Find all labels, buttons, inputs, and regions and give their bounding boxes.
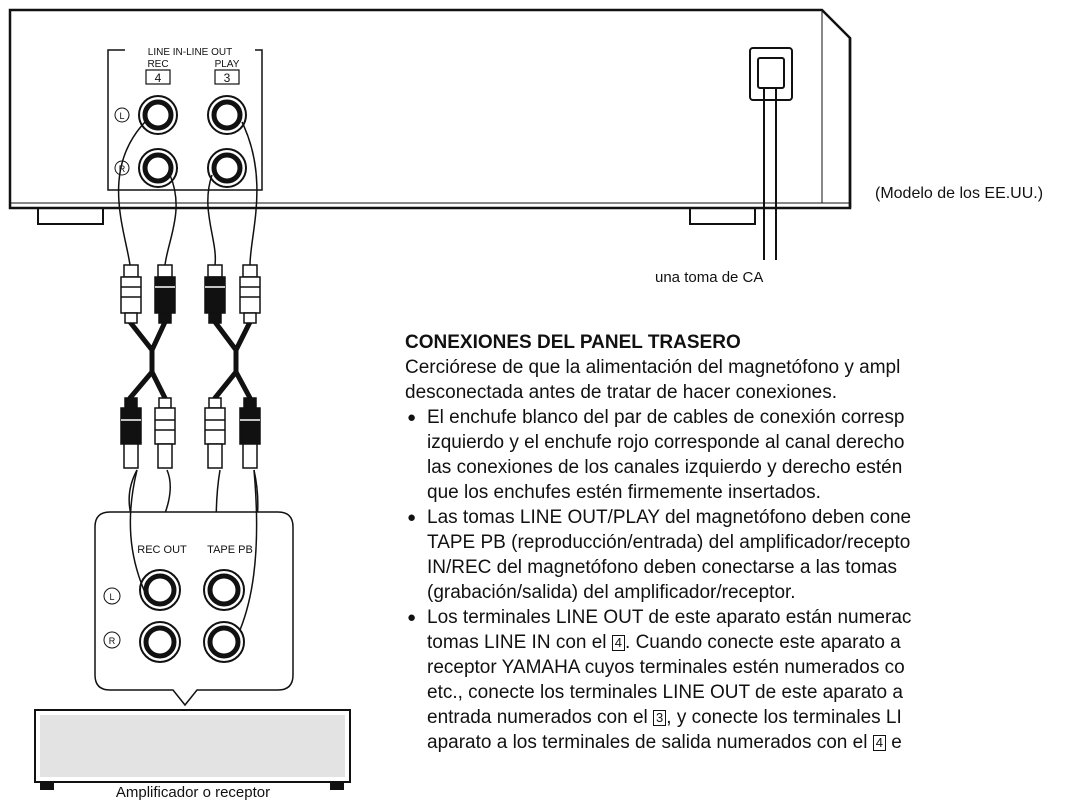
instruction-bullet-3: ●Los terminales LINE OUT de este aparato… [407, 607, 912, 753]
bullet-dot-icon: ● [407, 509, 417, 526]
deck-jack-panel: LINE IN-LINE OUT REC PLAY 4 3 L R [107, 47, 263, 191]
plug-white-top-rec [120, 264, 142, 324]
number-box-3: 3 [653, 710, 667, 726]
plug-red-top-rec [154, 264, 176, 324]
plug-white-top-play [239, 264, 261, 324]
instructions-list: ●El enchufe blanco del par de cables de … [405, 405, 1078, 755]
deck-foot-left [37, 207, 104, 225]
deck-play-left-jack [207, 95, 247, 135]
amp-left-mark: L [109, 592, 114, 602]
amplifier-caption: Amplificador o receptor [116, 784, 270, 800]
ac-power-cord [763, 88, 777, 260]
deck-right-mark: R [119, 164, 126, 174]
rca-plugs [120, 264, 261, 469]
rec-label: REC [147, 59, 168, 70]
plug-white-bottom-play [204, 397, 226, 469]
deck-foot-right [689, 207, 756, 225]
amplifier-box [34, 709, 351, 790]
amp-tape-pb-left-jack [203, 569, 245, 611]
instructions: CONEXIONES DEL PANEL TRASERO Cerciórese … [405, 330, 1078, 755]
amp-right-mark: R [109, 636, 116, 646]
rec-out-label: REC OUT [137, 544, 187, 556]
play-label: PLAY [215, 59, 240, 70]
deck-rec-right-jack [138, 148, 178, 188]
plug-red-bottom-play [239, 397, 261, 469]
ac-outlet-label: una toma de CA [655, 269, 763, 286]
plug-white-bottom-rec [154, 397, 176, 469]
number-box-4-b: 4 [872, 735, 886, 751]
play-number-box: 3 [224, 71, 231, 85]
instructions-intro: Cerciórese de que la alimentación del ma… [405, 357, 901, 403]
plug-red-top-play [204, 264, 226, 324]
deck-rec-left-jack [138, 95, 178, 135]
line-in-line-out-label: LINE IN-LINE OUT [148, 47, 232, 58]
amp-rec-out-right-jack [139, 621, 181, 663]
instruction-bullet-1: ●El enchufe blanco del par de cables de … [407, 407, 905, 503]
deck-left-mark: L [119, 111, 124, 121]
ac-inlet [749, 47, 793, 260]
instruction-bullet-2: ●Las tomas LINE OUT/PLAY del magnetófono… [407, 507, 912, 603]
amp-tape-pb-right-jack [203, 621, 245, 663]
model-note: (Modelo de los EE.UU.) [875, 185, 1043, 202]
rec-number-box: 4 [155, 71, 162, 85]
amplifier-jack-callout: REC OUT TAPE PB L R [94, 469, 294, 707]
amp-rec-out-left-jack [139, 569, 181, 611]
number-box-4: 4 [611, 635, 626, 651]
deck-play-right-jack [207, 148, 247, 188]
cassette-deck-rear-panel [8, 8, 852, 225]
plug-red-bottom-rec [120, 397, 142, 469]
bullet-dot-icon: ● [407, 609, 417, 626]
instructions-heading: CONEXIONES DEL PANEL TRASERO [405, 332, 741, 353]
bullet-dot-icon: ● [407, 409, 417, 426]
tape-pb-label: TAPE PB [207, 544, 253, 556]
